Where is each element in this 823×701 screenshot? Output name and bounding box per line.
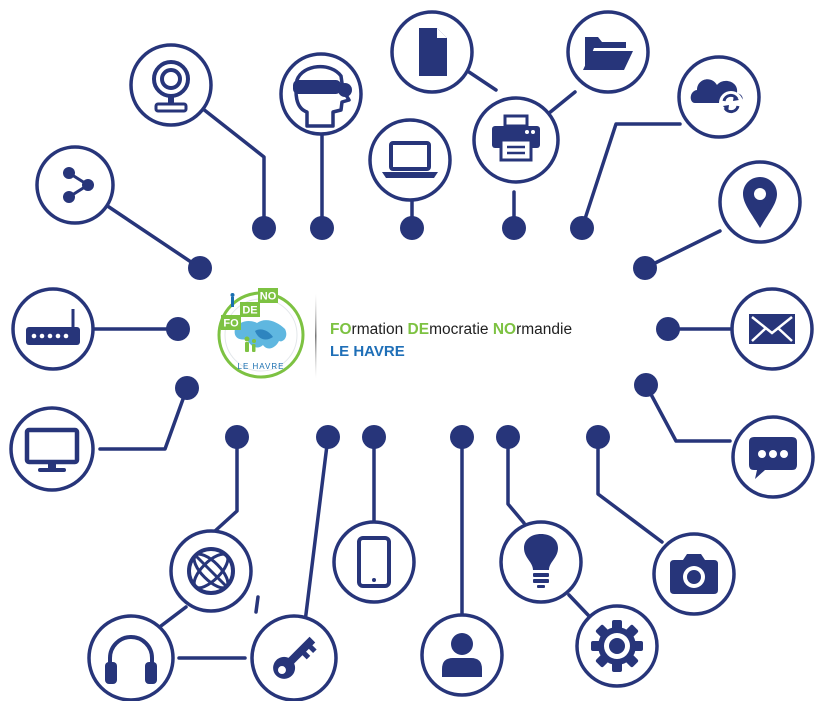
- share-icon: [35, 145, 115, 225]
- node-dots: [166, 216, 680, 449]
- icon-nodes: [9, 10, 815, 701]
- key-icon: [250, 614, 338, 701]
- node-dot: [166, 317, 190, 341]
- chat-icon: [731, 415, 815, 499]
- title-separator: [315, 294, 317, 378]
- node-dot: [634, 373, 658, 397]
- document-icon: [390, 10, 474, 94]
- title-line-2: LE HAVRE: [330, 343, 405, 360]
- logo-tag-de: DE: [242, 305, 257, 317]
- node-dot: [316, 425, 340, 449]
- logo-tag-no: NO: [260, 291, 277, 303]
- mail-icon: [730, 287, 814, 371]
- node-dot: [570, 216, 594, 240]
- headphones-icon: [87, 614, 175, 701]
- node-dot: [400, 216, 424, 240]
- tablet-icon: [332, 520, 416, 604]
- globe-icon: [169, 529, 253, 613]
- node-dot: [310, 216, 334, 240]
- node-dot: [188, 256, 212, 280]
- router-icon: [11, 287, 95, 371]
- node-dot: [175, 376, 199, 400]
- node-dot: [496, 425, 520, 449]
- logo-tag-fo: FO: [223, 318, 239, 330]
- fodeno-logo: NO DE FO LE HAVRE: [217, 288, 305, 379]
- location-pin-icon: [718, 160, 802, 244]
- node-dot: [252, 216, 276, 240]
- logo-arc-text: LE HAVRE: [238, 362, 285, 371]
- gear-icon: [575, 604, 659, 688]
- user-icon: [420, 613, 504, 697]
- camera-icon: [652, 532, 736, 616]
- lightbulb-icon: [499, 520, 583, 604]
- folder-icon: [566, 10, 650, 94]
- node-dot: [633, 256, 657, 280]
- monitor-icon: [9, 406, 95, 492]
- node-dot: [656, 317, 680, 341]
- title-line-1: FOrmation DEmocratie NOrmandie: [330, 321, 572, 338]
- laptop-icon: [368, 118, 452, 202]
- cloud-sync-icon: [677, 55, 761, 139]
- printer-icon: [472, 96, 560, 184]
- vr-headset-icon: [279, 52, 363, 136]
- node-dot: [450, 425, 474, 449]
- node-dot: [502, 216, 526, 240]
- node-dot: [586, 425, 610, 449]
- node-dot: [362, 425, 386, 449]
- node-dot: [225, 425, 249, 449]
- webcam-icon: [129, 43, 213, 127]
